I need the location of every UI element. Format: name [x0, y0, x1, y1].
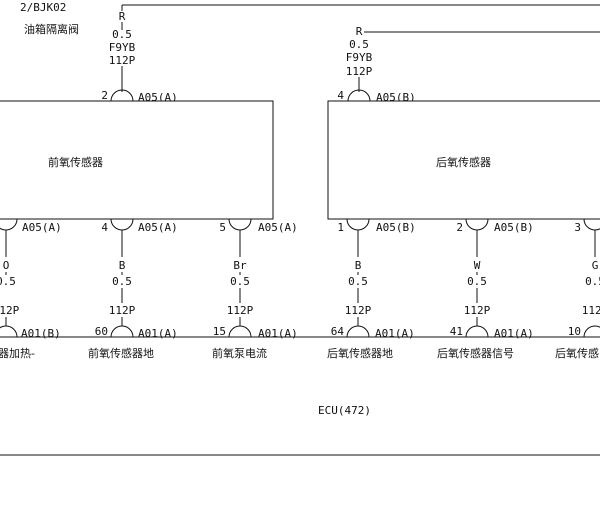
- ecu-pin-number: 64: [331, 325, 345, 338]
- ecu-pin-number: 60: [95, 325, 108, 338]
- front-pin-column: A05(A) O 0.5 112P A01(B) 器加热-: [0, 218, 62, 360]
- rear-pin-column: 3 G 0.5 112P 10 后氧传感: [555, 218, 600, 360]
- top-left-harness: F9YB: [109, 41, 136, 54]
- pins-count: 112P: [582, 304, 600, 317]
- front-oxygen-sensor-box: [0, 100, 274, 220]
- connector-label: A05(A): [138, 221, 178, 234]
- pins-count: 112P: [464, 304, 491, 317]
- top-left-ref: 2/BJK02: [20, 1, 66, 14]
- wire-color: G: [592, 259, 599, 272]
- pin-number: 2: [456, 221, 463, 234]
- ecu-pin-terminal: [346, 325, 370, 338]
- pin-terminal: [346, 218, 370, 231]
- pin-function: 前氧泵电流: [212, 346, 267, 360]
- pin-function: 前氧传感器地: [88, 346, 154, 360]
- ecu-connector-label: A01(A): [494, 327, 534, 340]
- ecu-pin-terminal: [110, 325, 134, 338]
- wire-color: O: [3, 259, 10, 272]
- connector-label: A05(A): [22, 221, 62, 234]
- top-left-pin-terminal: [110, 89, 134, 102]
- connector-label: A05(B): [376, 221, 416, 234]
- rear-pin-column: 1 A05(B) B 0.5 112P 64 A01(A) 后氧传感器地: [327, 218, 416, 360]
- wire-size: 0.5: [467, 275, 487, 288]
- front-pin-column: 5 A05(A) Br 0.5 112P 15 A01(A) 前氧泵电流: [212, 218, 298, 360]
- ecu-pin-terminal: [228, 325, 252, 338]
- wire-color: B: [355, 259, 362, 272]
- pin-function: 后氧传感器地: [327, 346, 393, 360]
- top-left-wire-size: 0.5: [112, 28, 132, 41]
- pin-terminal: [228, 218, 252, 231]
- ecu-pin-terminal: [583, 325, 600, 338]
- ecu-pin-number: 15: [213, 325, 226, 338]
- wire-size: 0.5: [230, 275, 250, 288]
- pin-terminal: [465, 218, 489, 231]
- pin-terminal: [583, 218, 600, 231]
- pin-function: 后氧传感器信号: [437, 346, 514, 360]
- ecu-label: ECU(472): [318, 404, 371, 417]
- top-left-pins-count: 112P: [109, 54, 136, 67]
- pins-count: 112P: [109, 304, 136, 317]
- top-right-pin-number: 4: [337, 89, 344, 102]
- ecu-connector-label: A01(A): [375, 327, 415, 340]
- ecu-connector-label: A01(A): [258, 327, 298, 340]
- pins-count: 112P: [345, 304, 372, 317]
- top-left-label: 油箱隔离阀: [24, 22, 79, 36]
- top-left-wire-color: R: [119, 10, 126, 23]
- wire-size: 0.5: [112, 275, 132, 288]
- wire-size: 0.5: [0, 275, 16, 288]
- pins-count: 112P: [0, 304, 20, 317]
- top-left-pin-number: 2: [101, 89, 108, 102]
- connector-label: A05(A): [258, 221, 298, 234]
- front-oxygen-sensor-label: 前氧传感器: [48, 155, 103, 169]
- pin-terminal: [0, 218, 18, 231]
- top-right-pin-terminal: [347, 89, 371, 102]
- ecu-pin-number: 41: [450, 325, 463, 338]
- ecu-pin-number: 10: [568, 325, 581, 338]
- rear-oxygen-sensor-box: [327, 100, 600, 220]
- pin-terminal: [110, 218, 134, 231]
- rear-pin-column: 2 A05(B) W 0.5 112P 41 A01(A) 后氧传感器信号: [437, 218, 534, 360]
- wire-color: Br: [233, 259, 247, 272]
- pin-function: 后氧传感: [555, 346, 599, 360]
- pins-count: 112P: [227, 304, 254, 317]
- top-right-harness: F9YB: [346, 51, 373, 64]
- pin-number: 1: [337, 221, 344, 234]
- pin-number: 3: [574, 221, 581, 234]
- top-right-pins-count: 112P: [346, 65, 373, 78]
- wire-size: 0.5: [585, 275, 600, 288]
- front-pin-column: 4 A05(A) B 0.5 112P 60 A01(A) 前氧传感器地: [88, 218, 178, 360]
- wire-color: W: [474, 259, 481, 272]
- ecu-connector-label: A01(B): [21, 327, 61, 340]
- ecu-pin-terminal: [0, 325, 18, 338]
- connector-label: A05(B): [494, 221, 534, 234]
- rear-oxygen-sensor-label: 后氧传感器: [436, 155, 491, 169]
- pin-number: 5: [219, 221, 226, 234]
- wire-size: 0.5: [348, 275, 368, 288]
- pin-number: 4: [101, 221, 108, 234]
- ecu-pin-terminal: [465, 325, 489, 338]
- top-right-wire-size: 0.5: [349, 38, 369, 51]
- pin-function: 器加热-: [0, 347, 35, 360]
- ecu-connector-label: A01(A): [138, 327, 178, 340]
- top-right-wire-color: R: [356, 25, 363, 38]
- wire-color: B: [119, 259, 126, 272]
